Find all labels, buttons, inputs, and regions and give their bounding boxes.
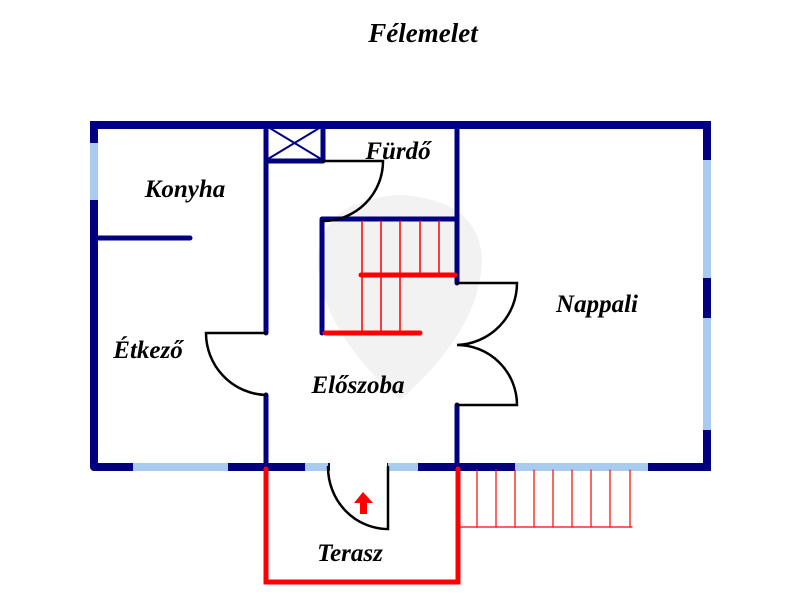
- door-front: [326, 465, 390, 531]
- plan-title: Félemelet: [367, 18, 479, 48]
- entrance-arrow-icon: [354, 492, 373, 514]
- terrace-outline: [263, 466, 461, 585]
- room-label-nappali: Nappali: [555, 291, 638, 318]
- room-label-terasz: Terasz: [317, 540, 383, 567]
- room-label-konyha: Konyha: [144, 176, 226, 203]
- room-label-eloszoba: Előszoba: [310, 372, 404, 399]
- room-label-etkezo: Étkező: [112, 336, 184, 364]
- doors: [204, 159, 519, 531]
- room-label-furdo: Fürdő: [364, 138, 432, 165]
- door-nappali: [455, 281, 519, 407]
- external-stairs: [459, 469, 633, 528]
- door-furdo: [321, 159, 385, 223]
- windows: [90, 143, 711, 471]
- door-etkezo: [204, 331, 268, 397]
- interior-walls: [91, 122, 460, 470]
- shaft-cross: [267, 126, 322, 160]
